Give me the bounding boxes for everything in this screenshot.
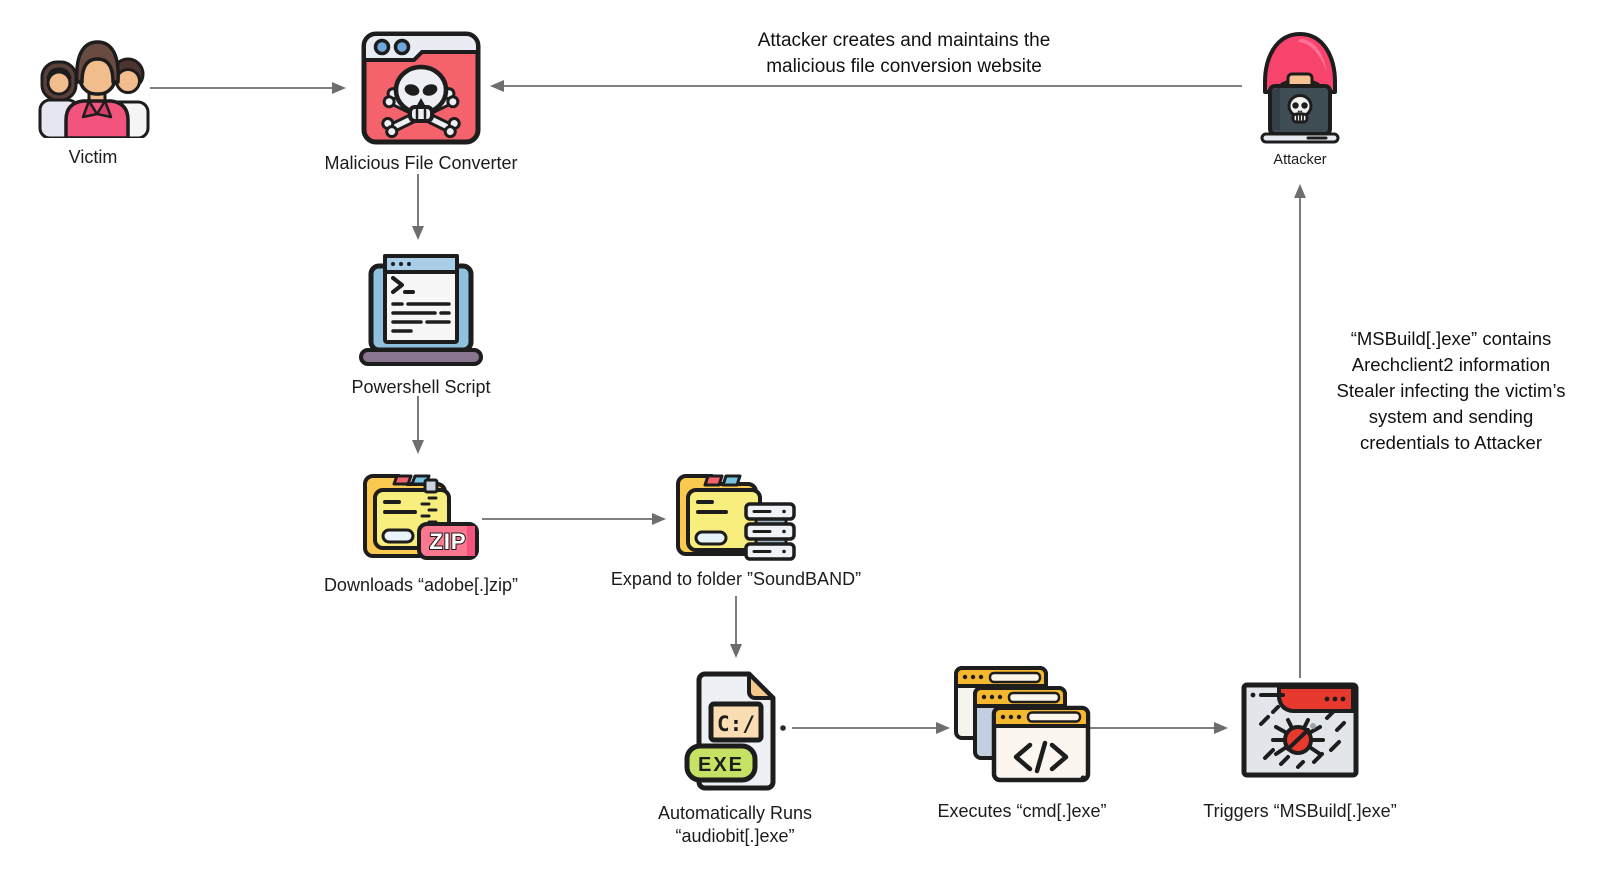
svg-text:C:/: C:/ xyxy=(717,712,755,736)
svg-text:EXE: EXE xyxy=(697,754,743,776)
node-powershell-label: Powershell Script xyxy=(351,377,491,397)
zip-folder-icon: ZIP xyxy=(362,474,479,560)
node-expand: Expand to folder ”SoundBAND” xyxy=(596,466,876,591)
annotation-attacker-maintains: Attacker creates and maintains the malic… xyxy=(757,30,1051,77)
node-cmd-label: Executes “cmd[.]exe” xyxy=(937,801,1107,821)
node-attacker: Attacker xyxy=(1215,30,1385,172)
people-group-icon xyxy=(38,40,149,138)
svg-text:ZIP: ZIP xyxy=(429,529,466,554)
node-exe-label: Automatically Runs “audiobit[.]exe” xyxy=(657,803,813,846)
node-converter: Malicious File Converter xyxy=(306,28,536,175)
node-cmd: Executes “cmd[.]exe” xyxy=(922,664,1122,823)
node-expand-label: Expand to folder ”SoundBAND” xyxy=(610,569,862,589)
node-powershell: Powershell Script xyxy=(336,250,506,399)
node-msbuild-label: Triggers “MSBuild[.]exe” xyxy=(1203,801,1397,821)
terminal-laptop-icon xyxy=(359,254,483,366)
node-victim: Victim xyxy=(8,38,178,169)
malware-window-icon xyxy=(1241,682,1359,778)
code-windows-icon xyxy=(954,666,1091,783)
node-attacker-label: Attacker xyxy=(1273,152,1327,168)
exe-file-icon: C:/ EXE xyxy=(684,671,786,791)
node-zip-label: Downloads “adobe[.]zip” xyxy=(323,575,519,595)
hooded-hacker-laptop-icon xyxy=(1260,32,1340,144)
skull-browser-icon xyxy=(361,31,481,145)
node-exe: C:/ EXE Automatically Runs “audiobit[.]e… xyxy=(635,668,835,848)
node-victim-label: Victim xyxy=(68,147,118,167)
annotation-msbuild-stealer: “MSBuild[.]exe” contains Arechclient2 in… xyxy=(1336,328,1566,453)
folder-server-icon xyxy=(676,474,796,561)
node-msbuild: Triggers “MSBuild[.]exe” xyxy=(1190,682,1410,823)
node-converter-label: Malicious File Converter xyxy=(324,153,518,173)
node-zip: ZIP Downloads “adobe[.]zip” xyxy=(306,464,536,597)
